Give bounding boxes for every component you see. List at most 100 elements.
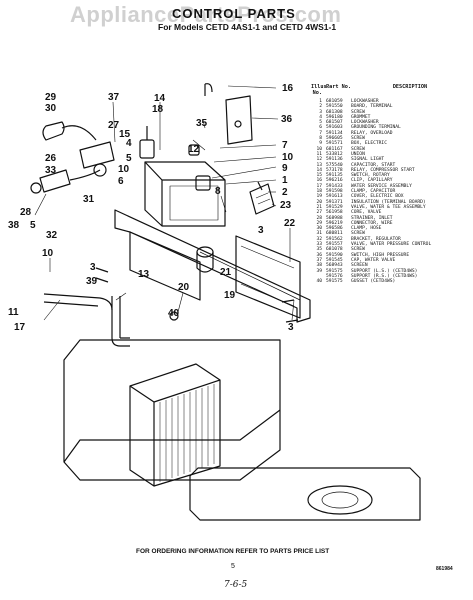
description-cell: CLAMP, CAPACITOR [351, 189, 396, 195]
description-cell: SCREW [351, 247, 365, 253]
side-panel [235, 235, 301, 319]
electric-box [144, 161, 226, 227]
description-cell: GROMMET [351, 114, 371, 120]
part-no-cell: 573178 [326, 167, 343, 173]
description-cell: GROUNDING TERMINAL [351, 125, 401, 131]
part-no-cell: 591571 [326, 141, 343, 147]
callout-18: 18 [152, 104, 164, 115]
part-no-cell: 681078 [326, 247, 343, 253]
callout-15: 15 [119, 129, 131, 140]
callout-19: 19 [224, 290, 236, 301]
callout-2: 2 [282, 187, 288, 198]
callout-3c: 3 [90, 262, 96, 273]
part-no-cell: 591598 [326, 189, 343, 195]
callout-6: 6 [118, 176, 124, 187]
header-part-no: Part No. [326, 84, 351, 90]
callout-4: 4 [126, 138, 132, 149]
illus-no-cell: 21 [316, 204, 322, 210]
signal-light [188, 144, 200, 156]
illus-no-cell: 19 [316, 194, 322, 200]
capillary-clip [204, 83, 213, 96]
part-no-cell: 591545 [326, 257, 343, 263]
relay [195, 175, 211, 191]
illus-no-cell: 1 [319, 99, 322, 104]
illus-no-cell: 8 [319, 136, 322, 142]
callout-26: 26 [45, 153, 57, 164]
parts-list-header: Illus. No. Part No. DESCRIPTION [311, 84, 469, 96]
handwritten-note: 7-6-5 [224, 580, 248, 590]
part-no-cell: 591529 [326, 204, 343, 210]
illus-no-cell: 2 [319, 104, 322, 110]
illus-no-cell: 17 [316, 183, 322, 189]
description-cell: SWITCH, HIGH PRESSURE [351, 252, 410, 258]
part-no-cell: 681308 [326, 109, 343, 115]
callout-10: 10 [282, 152, 294, 163]
upper-base-panel [114, 209, 311, 323]
callout-27: 27 [108, 120, 120, 131]
callout-38: 38 [8, 220, 20, 231]
description-cell: GUSSET (CETD4WS) [351, 279, 396, 285]
illus-no-cell: 33 [316, 242, 322, 248]
callout-1: 1 [282, 175, 288, 186]
illus-no-cell: 30 [316, 226, 322, 232]
illus-no-cell: 20 [316, 199, 322, 205]
illus-no-cell: 6 [319, 125, 322, 131]
callout-5: 5 [126, 153, 132, 164]
condenser-coil [129, 363, 221, 487]
callout-29: 29 [45, 92, 57, 103]
callout-33: 33 [45, 165, 57, 176]
part-no-cell: 596605 [326, 136, 343, 142]
description-cell: UNION [351, 151, 365, 157]
part-no-cell: 575540 [326, 162, 343, 168]
description-cell: SUPPORT (L.S.) (CETD4WS) [351, 268, 418, 274]
description-cell: INSULATION (TERMINAL BOARD) [351, 199, 426, 205]
water-piping [111, 296, 130, 347]
part-no-cell: 591576 [326, 273, 343, 279]
callout-7: 7 [282, 140, 288, 151]
description-cell: CORE, VALVE [351, 210, 382, 216]
callout-30: 30 [45, 103, 57, 114]
description-cell: CONNECTOR, WIRE [351, 220, 393, 226]
illus-no-cell: 12 [316, 157, 322, 163]
illus-no-cell: 35 [316, 247, 322, 253]
part-no-cell: 596219 [326, 220, 343, 226]
illus-no-cell: 38 [316, 263, 322, 269]
illus-no-cell: 3 [319, 109, 322, 115]
illus-no-cell: 9 [319, 141, 322, 147]
callout-32: 32 [46, 230, 58, 241]
part-no-cell: 591134 [326, 130, 343, 136]
description-cell: WATER SERVICE ASSEMBLY [351, 183, 412, 189]
callout-labels: 16 36 7 10 9 1 2 23 22 3 3 8 35 12 14 18… [8, 83, 296, 333]
description-cell: STRAINER, INLET [351, 215, 393, 221]
part-no-cell: 596180 [326, 114, 343, 120]
callout-21: 21 [220, 267, 232, 278]
drain-pan [189, 467, 421, 521]
description-cell: CAP, WATER VALVE [351, 257, 396, 263]
callout-5b: 5 [30, 220, 36, 231]
part-no-cell: 561958 [326, 210, 343, 216]
description-cell: RELAY, COMPRESSOR START [351, 167, 415, 173]
callout-20: 20 [178, 282, 190, 293]
illus-no-cell: 28 [316, 215, 322, 221]
callout-3a: 3 [258, 225, 264, 236]
description-cell: CAPACITOR, START [351, 162, 396, 168]
description-cell: CLAMP, HOSE [351, 226, 382, 232]
part-no-cell: 681507 [326, 120, 343, 126]
callout-35: 35 [196, 118, 208, 129]
watermark: AppliancePartsPros.com [70, 2, 342, 27]
illus-no-cell: 10 [316, 146, 322, 152]
description-cell: SCREW [351, 146, 365, 152]
